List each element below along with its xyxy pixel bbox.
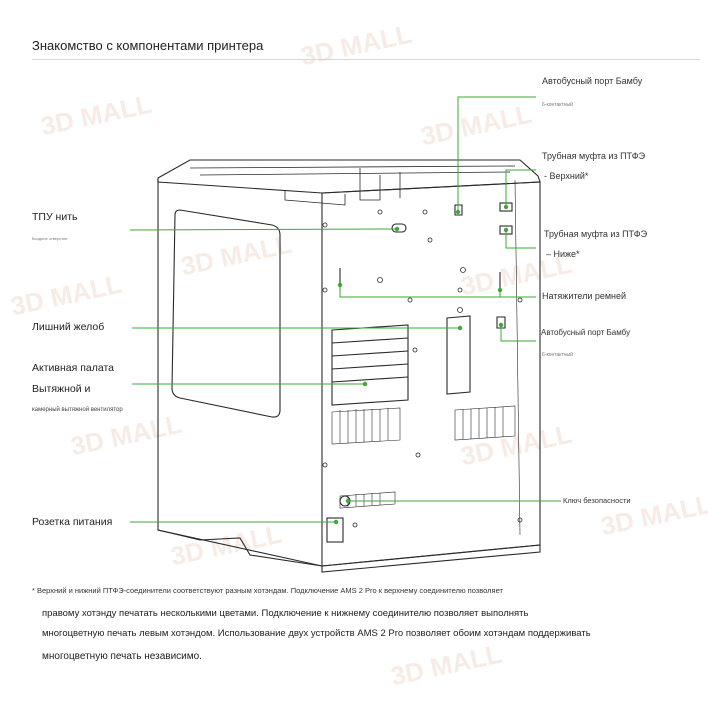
- footnote-line-2: правому хотэнду печатать несколькими цве…: [42, 608, 529, 619]
- label-active-chamber: Активная палата: [32, 362, 115, 374]
- footnote-line-4: многоцветную печать независимо.: [42, 651, 202, 662]
- page-title: Знакомство с компонентами принтера: [32, 38, 264, 53]
- label-ptfe-upper-suffix: - Верхний*: [544, 171, 589, 181]
- label-tpu-sub: Входное отверстие: [32, 236, 68, 241]
- label-belt-tensioners: Натяжители ремней: [542, 291, 627, 301]
- label-power-socket: Розетка питания: [32, 516, 113, 528]
- footnote-line-3: многоцветную печать левым хотэндом. Испо…: [42, 628, 591, 639]
- title-divider: [32, 59, 700, 60]
- label-exhaust: Вытяжной и: [32, 383, 91, 395]
- label-bus-port-bottom: Автобусный порт Бамбу: [541, 328, 631, 337]
- label-safety-key: Ключ безопасности: [563, 496, 631, 505]
- label-ptfe-lower-suffix: – Ниже*: [546, 249, 580, 259]
- footnote-line-1: * Верхний и нижний ПТФЭ-соединители соот…: [32, 586, 503, 595]
- label-tpu-filament: ТПУ нить: [32, 211, 78, 223]
- label-bus-port-bottom-sub: 6-контактный: [542, 352, 573, 358]
- label-waste-chute: Лишний желоб: [32, 321, 105, 333]
- label-exhaust-sub: камерный вытяжной вентилятор: [32, 407, 123, 413]
- label-ptfe-upper: Трубная муфта из ПТФЭ: [542, 151, 646, 161]
- label-bus-port-top-sub: 6-контактный: [542, 102, 573, 108]
- label-ptfe-lower: Трубная муфта из ПТФЭ: [544, 229, 648, 239]
- label-bus-port-top: Автобусный порт Бамбу: [542, 76, 643, 86]
